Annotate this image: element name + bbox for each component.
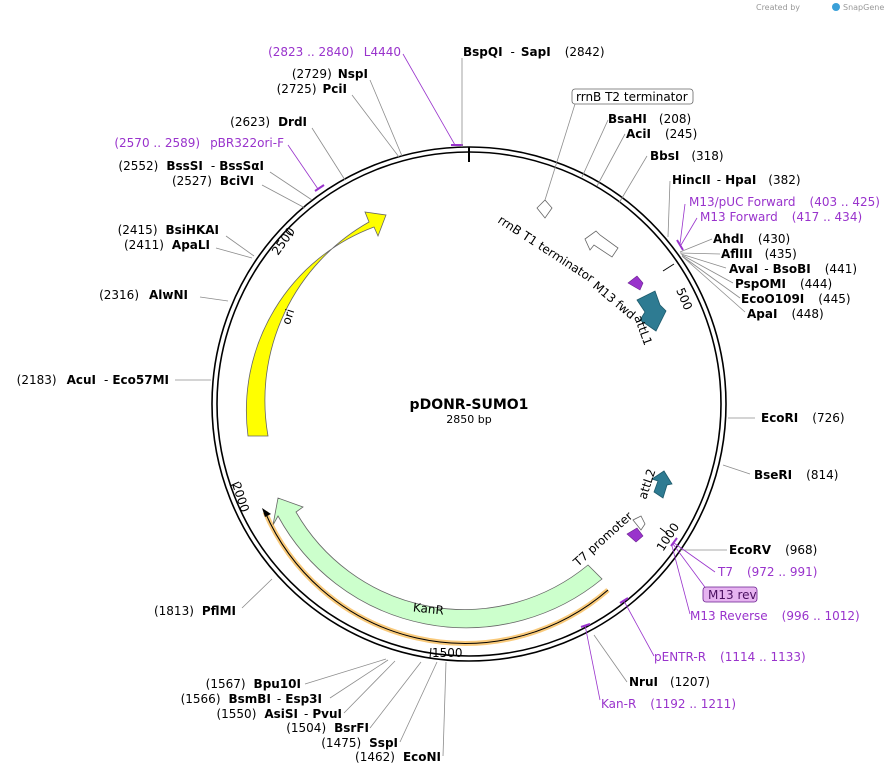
site-ecorv: EcoRV(968): [729, 543, 817, 557]
ori-feature[interactable]: ori: [245, 211, 387, 437]
ori-arrow: [245, 211, 387, 437]
rrnb-t1-label: rrnB T1 terminator: [495, 213, 596, 286]
tick-500: [662, 263, 675, 272]
rrnb-t2-arrow: [536, 199, 553, 219]
t7-promoter-arrow: [632, 515, 646, 531]
site-nspi: (2729)NspI: [292, 67, 368, 81]
plasmid-name: pDONR-SUMO1: [410, 397, 529, 413]
site-sspi: (1475)SspI: [321, 736, 398, 750]
primer-labels: (2823 .. 2840)L4440 (2570 .. 2589)pBR322…: [114, 45, 880, 711]
primer-m13rev-box: [702, 586, 758, 603]
primer-m13puc: M13/pUC Forward(403 .. 425): [689, 195, 880, 209]
site-nrui: NruI(1207): [629, 675, 710, 689]
site-bspqi: BspQI-SapI(2842): [463, 45, 605, 59]
kanr-arrow: [272, 497, 603, 629]
m13fwd-label: M13 fwd: [590, 279, 638, 322]
plasmid-length: 2850 bp: [446, 413, 491, 426]
rrnb-t2-feature[interactable]: rrnB T2 terminator: [536, 88, 694, 219]
site-ecoo109i: EcoO109I(445): [741, 292, 851, 306]
primer-t7: T7(972 .. 991): [717, 565, 817, 579]
site-bpu10i: (1567)Bpu10I: [206, 677, 301, 691]
primer-pbr322: (2570 .. 2589)pBR322ori-F: [114, 136, 284, 150]
primer-m13forward: M13 Forward(417 .. 434): [700, 210, 862, 224]
snapgene-credit: Created by SnapGene: [756, 3, 884, 12]
primer-pentr: pENTR-R(1114 .. 1133): [654, 650, 806, 664]
primer-l4440: (2823 .. 2840)L4440: [268, 45, 401, 59]
primer-leaders: [287, 53, 716, 701]
m13fwd-feature[interactable]: M13 fwd: [590, 275, 644, 322]
m13fwd-arrow: [627, 275, 644, 291]
tick-2000: [229, 481, 240, 487]
site-asisi: (1550)AsiSI-PvuI: [216, 707, 342, 721]
primer-marks: [314, 144, 684, 628]
rrnb-t1-arrow: [584, 230, 619, 258]
site-hincii: HincII-HpaI(382): [672, 173, 801, 187]
tick-1500: [429, 647, 432, 659]
primer-kanr: Kan-R(1192 .. 1211): [601, 697, 736, 711]
site-ecori: EcoRI(726): [761, 411, 845, 425]
site-acui: (2183)AcuI-Eco57MI: [17, 373, 169, 387]
attl1-arrow: [636, 290, 667, 332]
site-pspomi: PspOMI(444): [735, 277, 832, 291]
tick-label-2000: 2000: [229, 481, 252, 514]
kanr-orf: [262, 508, 610, 646]
site-avai: AvaI-BsoBI(441): [729, 262, 857, 276]
site-bsmbi: (1566)BsmBI-Esp3I: [181, 692, 322, 706]
site-bsihkai: (2415)BsiHKAI: [118, 223, 219, 237]
tick-label-500: 500: [673, 286, 695, 313]
rrnb-t2-label-box: [571, 88, 694, 105]
site-pflmi: (1813)PflMI: [154, 604, 236, 618]
rrnb-t1-feature[interactable]: rrnB T1 terminator: [495, 213, 619, 286]
kanr-label: KanR: [412, 600, 444, 617]
site-leaders: [175, 58, 755, 757]
tick-label-2500: 2500: [269, 225, 298, 258]
site-pcii: (2725)PciI: [277, 82, 347, 96]
site-apai: ApaI(448): [747, 307, 824, 321]
attl2-feature[interactable]: attL2: [636, 467, 673, 501]
snapgene-logo-icon: [832, 3, 840, 11]
site-bbsi: BbsI(318): [650, 149, 724, 163]
attl2-arrow: [651, 470, 673, 499]
tick-1000: [659, 527, 669, 535]
primer-m13reverse: M13 Reverse(996 .. 1012): [690, 609, 860, 623]
attl2-label: attL2: [636, 467, 659, 501]
attl1-feature[interactable]: attL1: [631, 290, 667, 347]
site-bsssi: (2552)BssSI-BssSαI: [118, 159, 264, 173]
credit-brand: SnapGene: [843, 3, 884, 12]
ori-label: ori: [279, 307, 297, 326]
tick-2500: [285, 228, 294, 237]
m13rev-small-arrow: [626, 527, 644, 543]
site-drdi: (2623)DrdI: [230, 115, 307, 129]
t7-promoter-feature[interactable]: T7 promoter: [570, 509, 646, 570]
site-apali: (2411)ApaLI: [124, 238, 210, 252]
rrnb-t2-label: rrnB T2 terminator: [576, 90, 688, 104]
site-bsahi: BsaHI(208): [608, 112, 691, 126]
site-ahdi: AhdI(430): [713, 232, 790, 246]
site-acii: AciI(245): [626, 127, 697, 141]
site-labels: BspQI-SapI(2842) (2729)NspI (2725)PciI (…: [17, 45, 857, 764]
kanr-feature[interactable]: KanR: [272, 497, 603, 629]
site-bsrfi: (1504)BsrFI: [286, 721, 369, 735]
site-bcivi: (2527)BciVI: [172, 174, 254, 188]
primer-m13rev: M13 rev: [708, 588, 757, 602]
site-afliii: AflIII(435): [721, 247, 797, 261]
credit-text: Created by: [756, 3, 800, 12]
tick-label-1000: 1000: [654, 520, 682, 553]
site-bseri: BseRI(814): [754, 468, 838, 482]
tick-label-1500: 1500: [432, 646, 463, 660]
site-econi: (1462)EcoNI: [355, 750, 441, 764]
t7-promoter-label: T7 promoter: [570, 509, 635, 570]
site-alwni: (2316)AlwNI: [99, 288, 188, 302]
